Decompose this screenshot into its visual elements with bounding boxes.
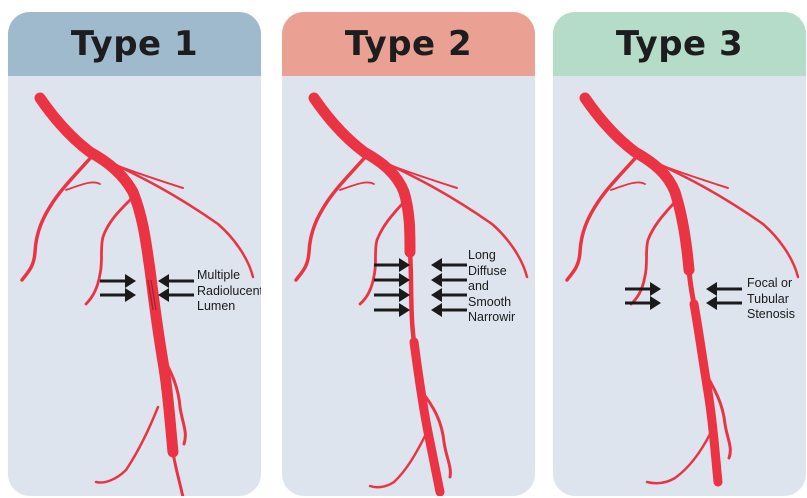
panel-type-2: Type 2 Long Diffuse and Smooth Narrowir (282, 12, 535, 496)
arrow-icon-group (374, 258, 467, 317)
coronary-artery-illustration (553, 12, 806, 496)
lesion-label: Focal or Tubular Stenosis (747, 276, 795, 323)
lesion-label: Long Diffuse and Smooth Narrowir (468, 248, 515, 326)
panel-type-1: Type 1 (8, 12, 261, 496)
coronary-artery-illustration (8, 12, 261, 496)
lesion-label: Multiple Radiolucent Lumen (197, 268, 261, 315)
panel-type-3: Type 3 Focal or Tubular Stenosis (553, 12, 806, 496)
